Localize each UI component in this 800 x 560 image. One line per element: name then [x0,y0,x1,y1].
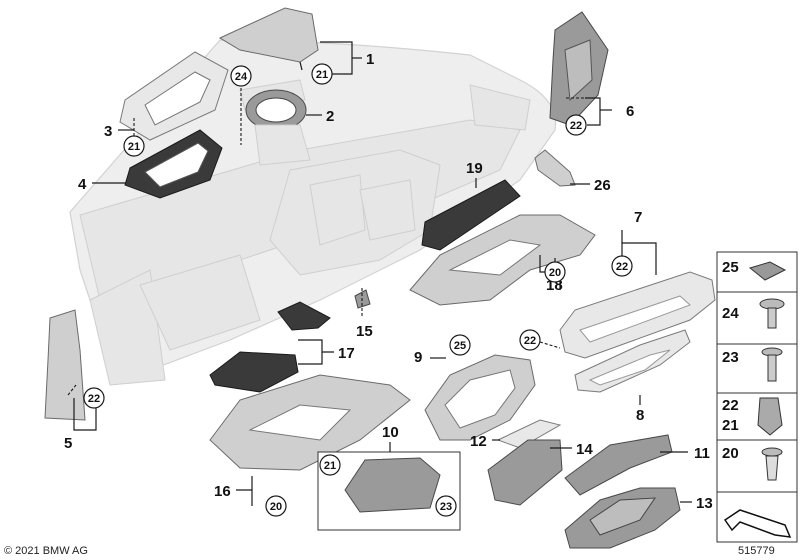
part-9-frame [424,354,536,441]
svg-text:21: 21 [128,141,140,153]
part-12-strip [496,419,562,449]
svg-text:20: 20 [270,501,282,513]
circle-labels: 21 21 24 22 22 22 22 20 20 25 21 23 [83,63,633,517]
part-label-12: 12 [470,433,487,450]
legend-item-23: 23 [722,347,783,382]
part-8-trim [574,329,691,393]
copyright-text: © 2021 BMW AG [4,545,88,557]
svg-text:21: 21 [722,417,739,434]
part-10-box [317,451,461,531]
svg-text:25: 25 [722,259,739,276]
part-17-pads [209,301,331,393]
svg-text:25: 25 [454,340,466,352]
svg-text:22: 22 [524,335,536,347]
svg-text:22: 22 [722,397,739,414]
svg-text:23: 23 [440,501,452,513]
part-label-2: 2 [326,108,334,125]
part-label-1: 1 [366,51,374,68]
part-label-19: 19 [466,160,483,177]
part-26-bracket [534,149,576,187]
part-label-9: 9 [414,349,422,366]
part-19-pad [421,179,521,251]
clip-25-icon [748,261,787,281]
circle-20-a: 20 [544,261,566,283]
leader-lines [67,41,692,506]
part-label-26: 26 [594,177,611,194]
part-6-side-panel [549,11,609,126]
diagram-number: 515779 [738,545,775,557]
screw-23-icon [761,347,783,382]
rivet-20-icon [761,447,783,481]
circle-21-c: 21 [319,454,341,476]
svg-text:23: 23 [722,349,739,366]
part-label-5: 5 [64,435,72,452]
svg-text:22: 22 [616,261,628,273]
part-label-13: 13 [696,495,713,512]
part-13-tray [564,487,681,549]
legend-symbol [723,509,792,538]
clip-22-icon [757,397,783,436]
part-label-7: 7 [634,209,642,226]
part-5-side-panel [44,309,86,421]
part-label-3: 3 [104,123,112,140]
legend-item-24: 24 [722,298,785,329]
circle-25: 25 [449,334,471,356]
part-1-cover [218,7,319,71]
circle-23: 23 [435,495,457,517]
part-label-14: 14 [576,441,593,458]
part-label-11: 11 [694,445,710,462]
svg-text:21: 21 [316,69,328,81]
circle-22-c: 22 [611,255,633,277]
part-label-17: 17 [338,345,355,362]
svg-text:20: 20 [549,267,561,279]
circle-21-a: 21 [311,63,333,85]
circle-22-a: 22 [565,114,587,136]
circle-22-b: 22 [83,387,105,409]
part-label-8: 8 [636,407,644,424]
part-3-frame [119,51,229,141]
part-2-ring [245,89,311,166]
part-label-4: 4 [78,176,87,193]
circle-21-b: 21 [123,135,145,157]
part-label-6: 6 [626,103,634,120]
circle-20-b: 20 [265,495,287,517]
part-18-carrier [409,214,596,306]
circle-22-d: 22 [519,329,541,351]
legend-item-22-21: 22 21 [722,397,783,436]
screw-24-icon [759,298,785,329]
part-label-16: 16 [214,483,231,500]
svg-text:22: 22 [570,120,582,132]
svg-text:21: 21 [324,460,336,472]
dashboard-ghost [69,39,557,386]
svg-text:24: 24 [235,71,248,83]
part-label-10: 10 [382,424,399,441]
arrow-symbol-icon [723,509,792,538]
legend-item-20: 20 [722,445,783,481]
svg-text:22: 22 [88,393,100,405]
svg-text:20: 20 [722,445,739,462]
fastener-legend: 25 24 23 22 21 20 [716,251,798,543]
part-label-15: 15 [356,323,373,340]
part-14-lid [487,439,563,506]
legend-item-25: 25 [722,259,787,281]
svg-text:24: 24 [722,305,739,322]
part-4-frame [124,129,223,199]
circle-24: 24 [230,65,252,87]
part-7-trim [559,271,716,359]
part-16-carrier [209,374,411,471]
